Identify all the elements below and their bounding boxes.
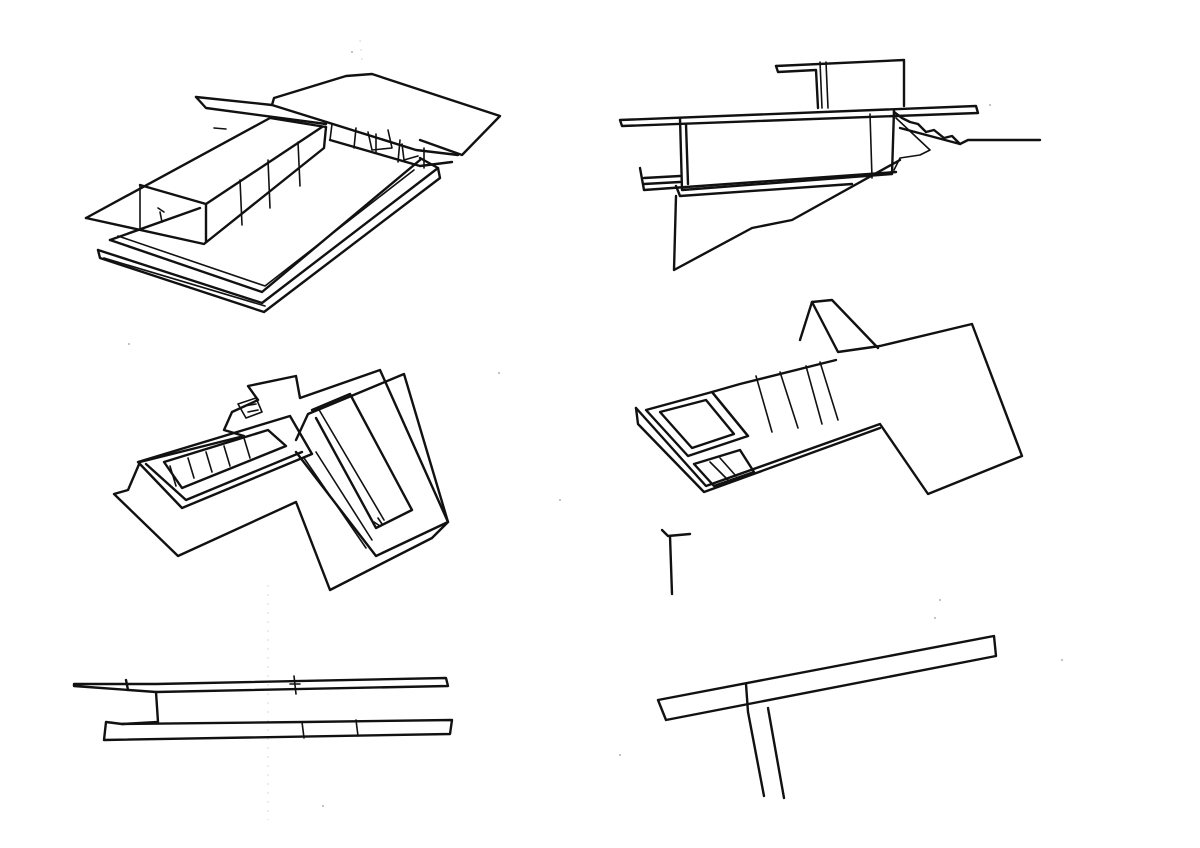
section-cantilever-sketch	[618, 58, 1042, 272]
axonometric-t-plan-sketch	[112, 368, 450, 592]
axonometric-slab-stairs-sketch	[634, 298, 1024, 596]
section-t-junction-sketch	[656, 634, 998, 800]
scan-artifacts	[128, 39, 1063, 820]
section-two-slabs-sketch	[72, 675, 454, 742]
axonometric-overview-sketch	[84, 72, 502, 314]
